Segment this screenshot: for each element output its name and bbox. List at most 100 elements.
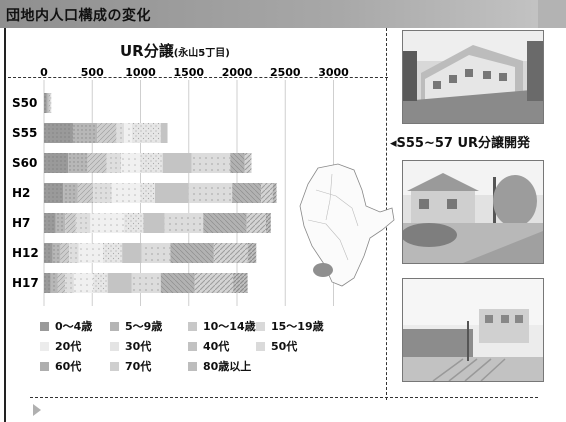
legend-swatch bbox=[256, 341, 265, 351]
title-bar: 団地内人口構成の変化 bbox=[0, 0, 566, 28]
bar-segment bbox=[131, 123, 161, 143]
legend-swatch bbox=[40, 341, 49, 351]
bar-segment bbox=[48, 93, 51, 113]
bar-segment bbox=[52, 243, 61, 263]
bar-segment bbox=[65, 273, 74, 293]
legend-item: 50代 bbox=[256, 338, 297, 354]
bar-segment bbox=[233, 273, 248, 293]
bar-segment bbox=[93, 183, 112, 203]
highlight-area-marker bbox=[313, 263, 333, 277]
legend-label: 50代 bbox=[271, 340, 298, 353]
bar-segment bbox=[46, 93, 49, 113]
bar-segment bbox=[261, 183, 273, 203]
x-tick-label: 2000 bbox=[222, 66, 253, 79]
bar-segment bbox=[160, 273, 195, 293]
bar-segment bbox=[121, 153, 141, 173]
bar-segment bbox=[87, 153, 107, 173]
bar-segment bbox=[78, 243, 103, 263]
photo-housing-stairs bbox=[402, 278, 544, 382]
bar-segment bbox=[194, 273, 234, 293]
legend-swatch bbox=[40, 361, 49, 371]
legend-label: 40代 bbox=[203, 340, 230, 353]
bar-segment bbox=[188, 183, 233, 203]
category-label: S60 bbox=[12, 156, 37, 170]
bar-segment bbox=[63, 183, 78, 203]
legend-item: 80歳以上 bbox=[188, 358, 251, 374]
legend-item: 15〜19歳 bbox=[256, 318, 324, 334]
title-bar-corner bbox=[538, 0, 566, 28]
legend-item: 0〜4歳 bbox=[40, 318, 92, 334]
bar-segment bbox=[124, 123, 132, 143]
legend-label: 60代 bbox=[55, 360, 82, 373]
bar-segment bbox=[230, 153, 245, 173]
bar-segment bbox=[265, 213, 271, 233]
legend-swatch bbox=[110, 341, 119, 351]
chart-title-sub: (永山5丁目) bbox=[173, 48, 230, 59]
photo-housing-slope bbox=[402, 30, 544, 124]
bar-segment bbox=[107, 273, 132, 293]
photo-caption: ◂S55~57 UR分譲開発 bbox=[390, 136, 531, 151]
bar-segment bbox=[140, 183, 155, 203]
bar-segment bbox=[213, 243, 248, 263]
category-label: H7 bbox=[12, 216, 30, 230]
bar-segment bbox=[111, 183, 141, 203]
bar-segment bbox=[75, 213, 91, 233]
legend-swatch bbox=[110, 361, 119, 371]
play-arrow-icon bbox=[33, 404, 41, 416]
bar-segment bbox=[90, 213, 125, 233]
chart-title-main: UR分譲 bbox=[120, 42, 174, 60]
bar-segment bbox=[102, 243, 123, 263]
category-label: H12 bbox=[12, 246, 39, 260]
legend-item: 70代 bbox=[110, 358, 151, 374]
bar-segment bbox=[44, 273, 51, 293]
bar-segment bbox=[154, 183, 189, 203]
legend-item: 20代 bbox=[40, 338, 81, 354]
category-label: H2 bbox=[12, 186, 30, 200]
x-tick-label: 1500 bbox=[173, 66, 204, 79]
legend-swatch bbox=[188, 321, 197, 331]
legend-swatch bbox=[40, 321, 49, 331]
legend-swatch bbox=[188, 341, 197, 351]
bar-segment bbox=[57, 273, 66, 293]
bar-segment bbox=[170, 243, 214, 263]
bar-segment bbox=[97, 123, 117, 143]
bar-segment bbox=[44, 243, 53, 263]
category-label: H17 bbox=[12, 276, 39, 290]
bar-segment bbox=[44, 213, 56, 233]
bar-segment bbox=[73, 273, 94, 293]
bar-segment bbox=[44, 183, 64, 203]
x-tick-label: 0 bbox=[40, 66, 48, 79]
legend-label: 5〜9歳 bbox=[125, 320, 163, 333]
x-tick-label: 500 bbox=[81, 66, 104, 79]
bar-segment bbox=[60, 243, 70, 263]
bar-segment bbox=[203, 213, 247, 233]
bar-segment bbox=[106, 153, 122, 173]
legend-item: 30代 bbox=[110, 338, 151, 354]
bar-segment bbox=[44, 123, 73, 143]
legend-label: 10〜14歳 bbox=[203, 320, 256, 333]
bar-segment bbox=[124, 213, 144, 233]
bar-segment bbox=[272, 183, 277, 203]
bar-segment bbox=[191, 153, 231, 173]
left-border bbox=[4, 28, 6, 422]
bar-segment bbox=[72, 123, 98, 143]
legend-item: 10〜14歳 bbox=[188, 318, 256, 334]
legend-label: 15〜19歳 bbox=[271, 320, 324, 333]
divider-bottom bbox=[30, 397, 538, 398]
legend-label: 0〜4歳 bbox=[55, 320, 93, 333]
legend-label: 70代 bbox=[125, 360, 152, 373]
bar-segment bbox=[162, 153, 192, 173]
bar-segment bbox=[232, 183, 262, 203]
legend-item: 60代 bbox=[40, 358, 81, 374]
bar-segment bbox=[50, 273, 58, 293]
bar-segment bbox=[122, 243, 142, 263]
bar-segment bbox=[116, 123, 125, 143]
bar-segment bbox=[141, 243, 171, 263]
legend-item: 5〜9歳 bbox=[110, 318, 162, 334]
bar-segment bbox=[44, 93, 47, 113]
legend-label: 20代 bbox=[55, 340, 82, 353]
